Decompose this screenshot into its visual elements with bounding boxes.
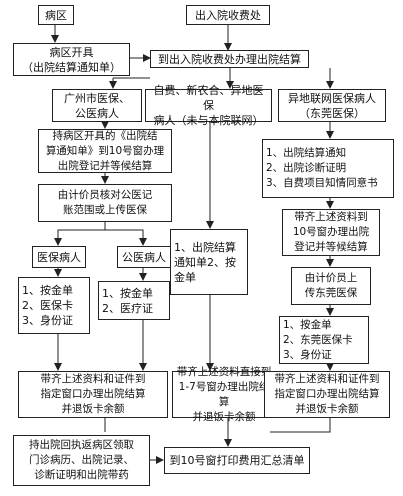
connector-step2-public — [105, 229, 147, 246]
node-public-list: 1、按金单 2、医疗证 — [98, 281, 170, 320]
node-gz-step2: 由计价员核对公医记 账范围或上传医保 — [38, 184, 172, 222]
node-selfpay-docs: 1、出院结算 通知单2、按 金单 — [170, 229, 248, 295]
net-list2-item: 1、按金单 — [283, 318, 332, 331]
node-net-step1-text: 带齐上述资料到 10号窗办理出院 登记并等候结算 — [292, 211, 370, 253]
net-list-item: 3、自费项目知情同意书 — [266, 177, 378, 189]
node-selfpay-final: 带齐上述资料直接到 1-7号窗办理出院结算 并退饭卡余额 — [172, 366, 276, 423]
net-list2-item: 2、东莞医保卡 — [283, 333, 353, 346]
node-gz-step1: 持病区开具的《出院结 算通知单》到10号窗办理 出院登记并等候结算 — [38, 129, 172, 173]
node-net-list: 1、出院结算通知 2、出院诊断证明 3、自费项目知情同意书 — [262, 139, 394, 198]
node-public: 公医病人 — [117, 246, 171, 268]
node-print-list: 到10号窗打印费用汇总清单 — [164, 447, 310, 474]
node-ward: 病区 — [38, 5, 74, 25]
node-ward-text: 病区 — [45, 8, 67, 22]
arrow-netfinal-down — [270, 418, 331, 433]
node-net-step2: 由计价员上 传东莞医保 — [291, 267, 371, 305]
node-cashier-settle-text: 到出入院收费处办理出院结算 — [158, 52, 301, 66]
node-public-text: 公医病人 — [122, 250, 166, 264]
net-list2-item: 3、身份证 — [283, 348, 332, 361]
node-net-final: 带齐上述资料和证件到 指定窗口办理出院结算 并退饭卡余额 — [264, 371, 390, 418]
net-list-item: 1、出院结算通知 — [266, 147, 347, 159]
node-gz-step2-text: 由计价员核对公医记 账范围或上传医保 — [57, 189, 153, 216]
node-net-step1: 带齐上述资料到 10号窗办理出院 登记并等候结算 — [282, 209, 380, 256]
node-cashier: 出入院收费处 — [186, 5, 270, 25]
net-list-item: 2、出院诊断证明 — [266, 162, 347, 174]
node-selfpay-docs-text: 1、出院结算 通知单2、按 金单 — [174, 240, 236, 284]
node-net-step2-text: 由计价员上 传东莞医保 — [304, 272, 358, 299]
node-insured-text: 医保病人 — [37, 250, 81, 264]
node-discharge-bring-text: 持出院回执返病区领取 门诊病历、出院记录、 诊断证明和出院带药 — [29, 439, 134, 481]
node-cashier-text: 出入院收费处 — [195, 8, 261, 22]
node-gz-final: 带齐上述资料和证件到 指定窗口办理出院结算 并退饭卡余额 — [18, 371, 168, 418]
node-networked-text: 异地联网医保病人 （东莞医保） — [288, 91, 376, 120]
node-selfpay-text: 自费、新农合、异地医保 病人（未与本院联网） — [153, 84, 264, 127]
node-gz-insurance-text: 广州市医保、 公医病人 — [64, 91, 130, 120]
node-ward-issue: 病区开具 （出院结算通知单） — [13, 43, 130, 76]
connector-step2-split — [54, 222, 106, 246]
node-insured-list: 1、按金单 2、医保卡 3、身份证 — [18, 277, 90, 334]
node-discharge-bring: 持出院回执返病区领取 门诊病历、出院记录、 诊断证明和出院带药 — [13, 435, 150, 486]
node-gz-final-text: 带齐上述资料和证件到 指定窗口办理出院结算 并退饭卡余额 — [40, 373, 146, 415]
node-ward-issue-text: 病区开具 （出院结算通知单） — [22, 45, 121, 74]
public-list-item: 1、按金单 — [102, 286, 153, 300]
insured-list-item: 2、医保卡 — [22, 299, 73, 312]
node-gz-step1-text: 持病区开具的《出院结 算通知单》到10号窗办理 出院登记并等候结算 — [45, 129, 165, 172]
node-selfpay-final-text: 带齐上述资料直接到 1-7号窗办理出院结算 并退饭卡余额 — [176, 365, 272, 423]
node-gz-insurance: 广州市医保、 公医病人 — [52, 89, 142, 122]
node-insured: 医保病人 — [32, 246, 86, 268]
insured-list-item: 1、按金单 — [22, 284, 73, 297]
node-selfpay: 自费、新农合、异地医保 病人（未与本院联网） — [145, 84, 272, 127]
node-net-final-text: 带齐上述资料和证件到 指定窗口办理出院结算 并退饭卡余额 — [274, 373, 380, 415]
node-cashier-settle: 到出入院收费处办理出院结算 — [150, 50, 309, 68]
node-networked: 异地联网医保病人 （东莞医保） — [278, 89, 386, 122]
insured-list-item: 3、身份证 — [22, 314, 73, 327]
node-print-list-text: 到10号窗打印费用汇总清单 — [169, 454, 305, 467]
node-net-list2: 1、按金单 2、东莞医保卡 3、身份证 — [279, 316, 369, 364]
public-list-item: 2、医疗证 — [102, 301, 153, 315]
